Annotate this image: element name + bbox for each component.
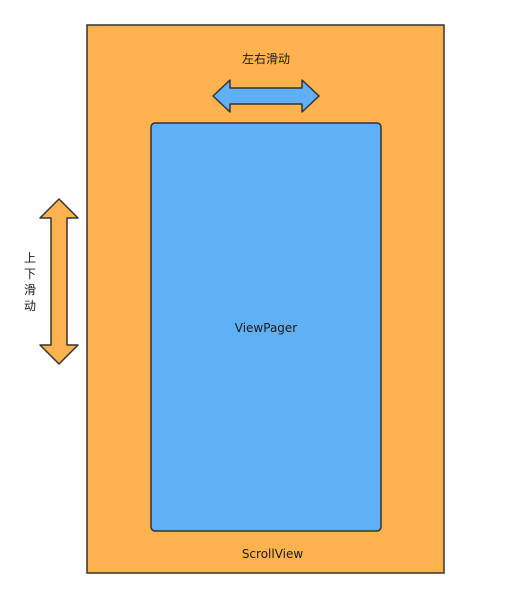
vertical-swipe-char: 下 — [23, 267, 36, 281]
horizontal-double-arrow-icon — [212, 79, 320, 113]
vertical-swipe-char: 上 — [23, 251, 36, 265]
vertical-double-arrow-icon — [39, 198, 79, 365]
horizontal-swipe-label: 左右滑动 — [241, 52, 290, 66]
vertical-swipe-char: 动 — [23, 299, 36, 313]
vertical-swipe-label: 上 下 滑 动 — [18, 250, 42, 314]
viewpager-box — [150, 122, 382, 532]
scrollview-label: ScrollView — [241, 547, 304, 561]
vertical-swipe-char: 滑 — [23, 283, 36, 297]
viewpager-label: ViewPager — [234, 321, 298, 335]
